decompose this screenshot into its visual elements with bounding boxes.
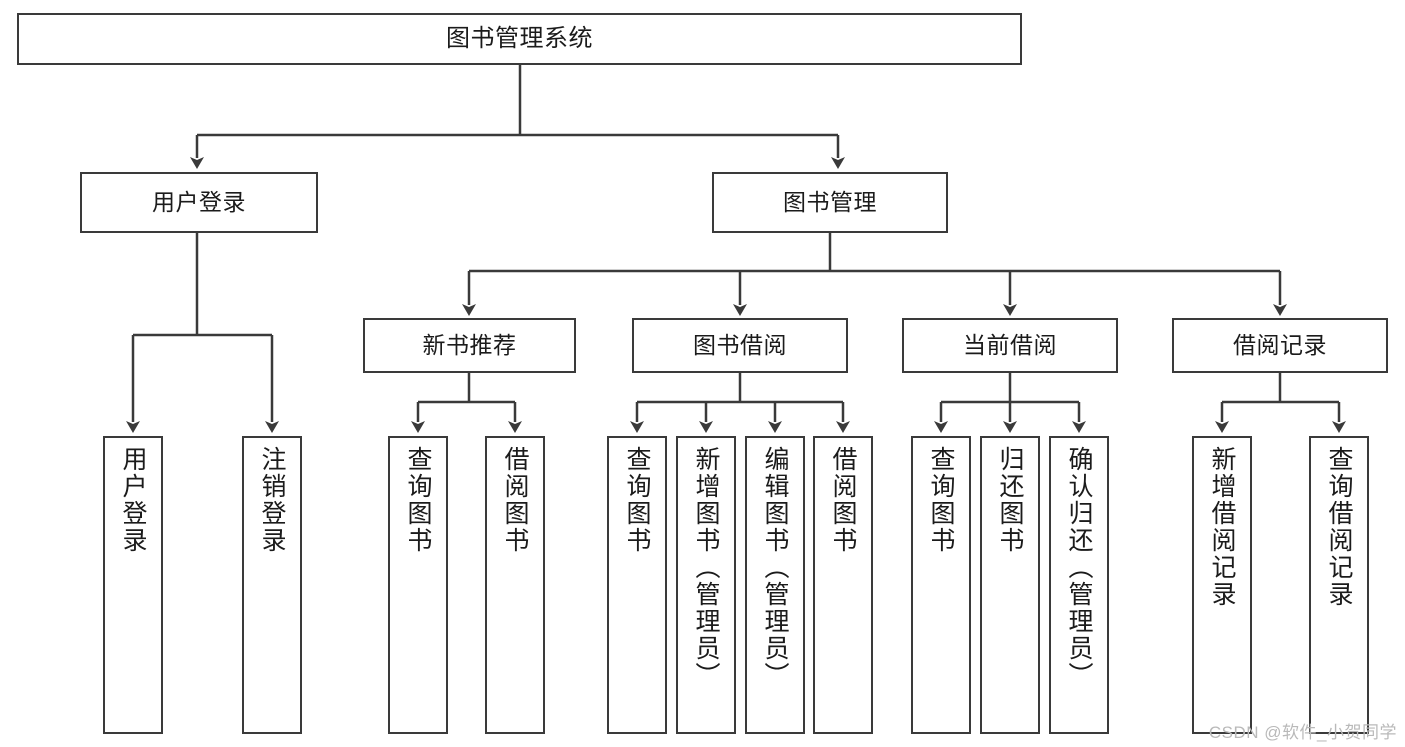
node-label: 新书推荐: [422, 331, 517, 358]
leaf-add-borrow-record[interactable]: 新增借阅记录: [1192, 436, 1252, 734]
node-label: 借阅图书: [829, 446, 857, 554]
leaf-borrow-book[interactable]: 借阅图书: [813, 436, 873, 734]
node-label: 查询图书: [623, 446, 651, 554]
leaf-borrow-book-recommend[interactable]: 借阅图书: [485, 436, 545, 734]
node-label: 编辑图书（管理员）: [761, 446, 789, 689]
node-label: 查询借阅记录: [1325, 446, 1353, 608]
node-label: 注销登录: [258, 446, 286, 554]
node-new-book-recommend[interactable]: 新书推荐: [363, 318, 576, 373]
node-current-borrow[interactable]: 当前借阅: [902, 318, 1118, 373]
node-label: 借阅图书: [501, 446, 529, 554]
node-borrow-record[interactable]: 借阅记录: [1172, 318, 1388, 373]
node-label: 确认归还（管理员）: [1065, 446, 1093, 689]
leaf-query-book-borrow[interactable]: 查询图书: [607, 436, 667, 734]
node-label: 新增借阅记录: [1208, 446, 1236, 608]
csdn-watermark: CSDN @软件_小贺同学: [1208, 723, 1397, 742]
node-label: 用户登录: [152, 188, 246, 215]
node-label: 新增图书（管理员）: [692, 446, 720, 689]
leaf-query-book-current[interactable]: 查询图书: [911, 436, 971, 734]
leaf-user-login[interactable]: 用户登录: [103, 436, 163, 734]
node-label: 图书管理系统: [446, 24, 593, 52]
leaf-return-book[interactable]: 归还图书: [980, 436, 1040, 734]
leaf-query-borrow-record[interactable]: 查询借阅记录: [1309, 436, 1369, 734]
leaf-logout-login[interactable]: 注销登录: [242, 436, 302, 734]
node-user-login[interactable]: 用户登录: [80, 172, 318, 233]
node-root-book-management-system[interactable]: 图书管理系统: [17, 13, 1022, 65]
node-book-management[interactable]: 图书管理: [712, 172, 948, 233]
node-book-borrow[interactable]: 图书借阅: [632, 318, 848, 373]
node-label: 查询图书: [404, 446, 432, 554]
leaf-edit-book-admin[interactable]: 编辑图书（管理员）: [745, 436, 805, 734]
node-label: 归还图书: [996, 446, 1024, 554]
node-label: 图书借阅: [693, 331, 787, 358]
leaf-add-book-admin[interactable]: 新增图书（管理员）: [676, 436, 736, 734]
node-label: 借阅记录: [1233, 331, 1327, 358]
node-label: 查询图书: [927, 446, 955, 554]
node-label: 图书管理: [783, 188, 877, 215]
node-label: 当前借阅: [963, 331, 1057, 358]
leaf-confirm-return-admin[interactable]: 确认归还（管理员）: [1049, 436, 1109, 734]
leaf-query-book-recommend[interactable]: 查询图书: [388, 436, 448, 734]
node-label: 用户登录: [119, 446, 147, 554]
